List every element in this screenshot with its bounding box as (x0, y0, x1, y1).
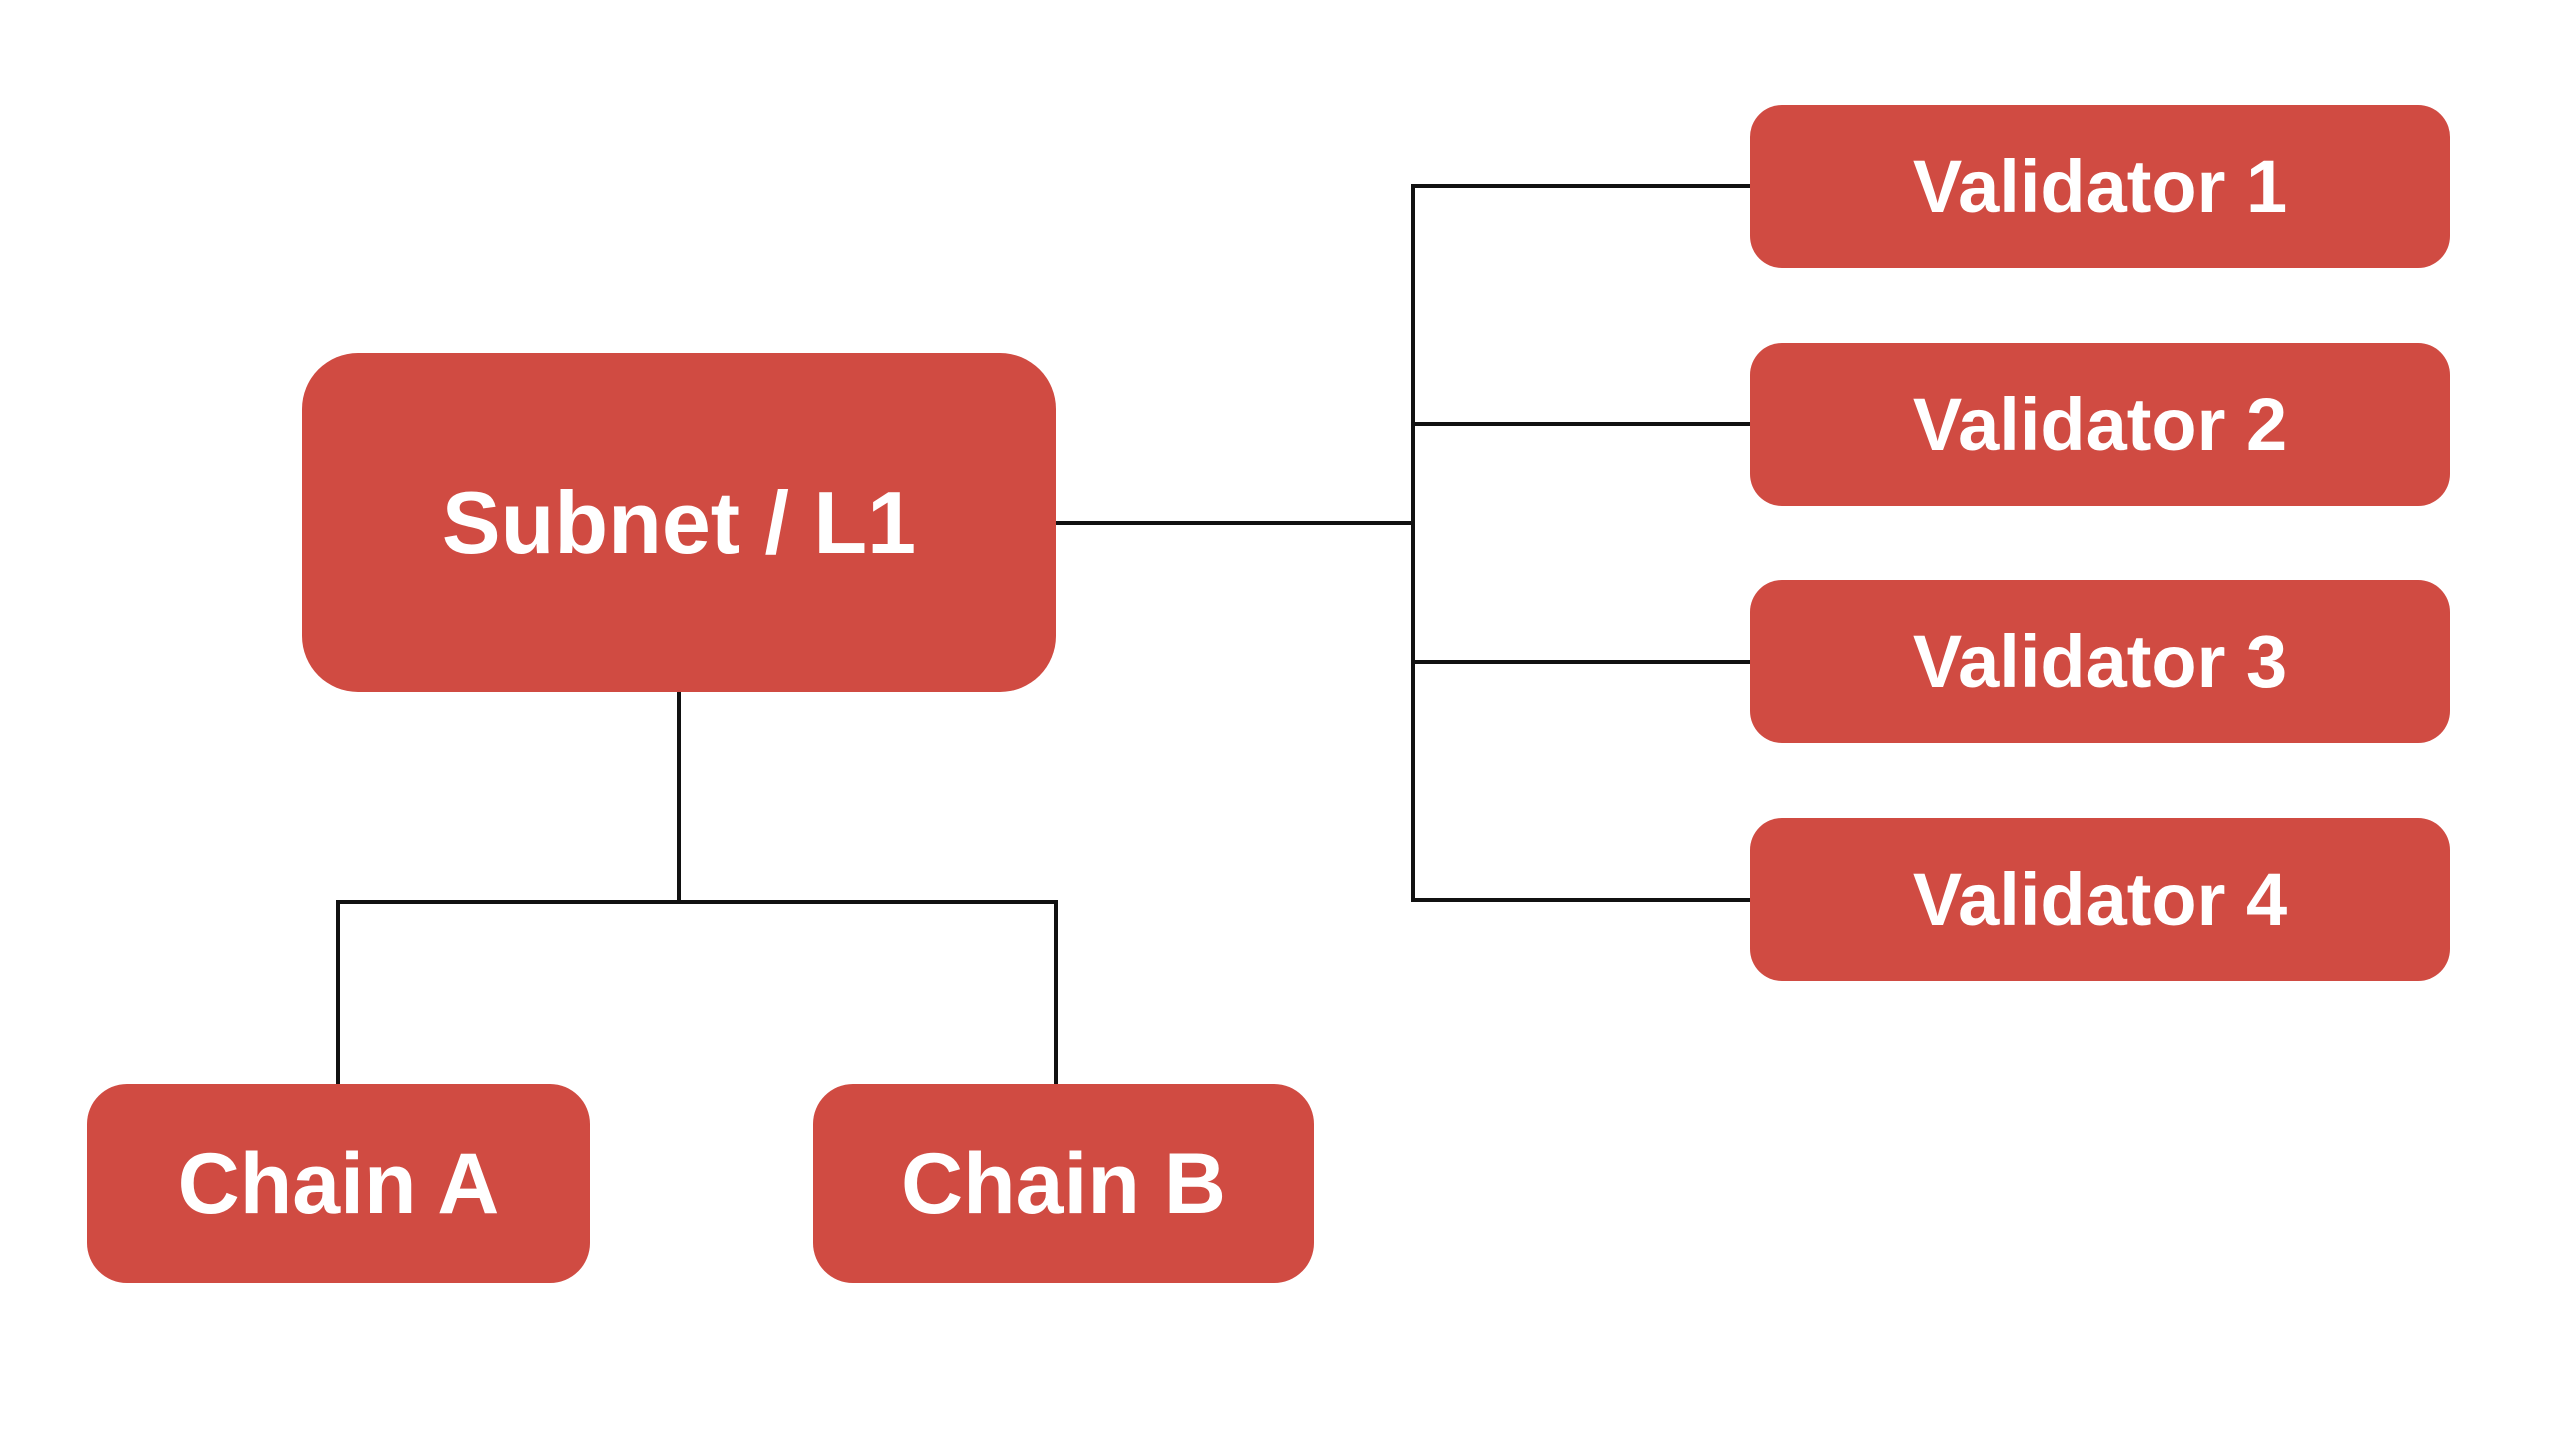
node-label: Chain A (177, 1135, 500, 1232)
node-label: Validator 4 (1912, 857, 2288, 941)
node-validator-1: Validator 1 (1750, 105, 2450, 268)
node-label: Validator 1 (1912, 144, 2288, 228)
node-label: Chain B (901, 1135, 1226, 1232)
edge-validator-trunk (1411, 184, 1415, 902)
node-validator-2: Validator 2 (1750, 343, 2450, 506)
edge-bar-to-chain-a (336, 900, 340, 1086)
node-label: Validator 3 (1912, 619, 2288, 703)
edge-bar-to-chain-b (1054, 900, 1058, 1086)
edge-trunk-to-validator-2 (1411, 422, 1750, 426)
edge-trunk-to-validator-4 (1411, 898, 1750, 902)
edge-subnet-to-trunk (1056, 521, 1415, 525)
node-label: Validator 2 (1912, 382, 2288, 466)
edge-chains-bar (336, 900, 1058, 904)
node-chain-a: Chain A (87, 1084, 590, 1283)
node-subnet-l1: Subnet / L1 (302, 353, 1056, 692)
node-label: Subnet / L1 (441, 472, 917, 572)
node-chain-b: Chain B (813, 1084, 1314, 1283)
edge-subnet-to-chains (677, 690, 681, 904)
edge-trunk-to-validator-1 (1411, 184, 1750, 188)
node-validator-4: Validator 4 (1750, 818, 2450, 981)
edge-trunk-to-validator-3 (1411, 660, 1750, 664)
node-validator-3: Validator 3 (1750, 580, 2450, 743)
